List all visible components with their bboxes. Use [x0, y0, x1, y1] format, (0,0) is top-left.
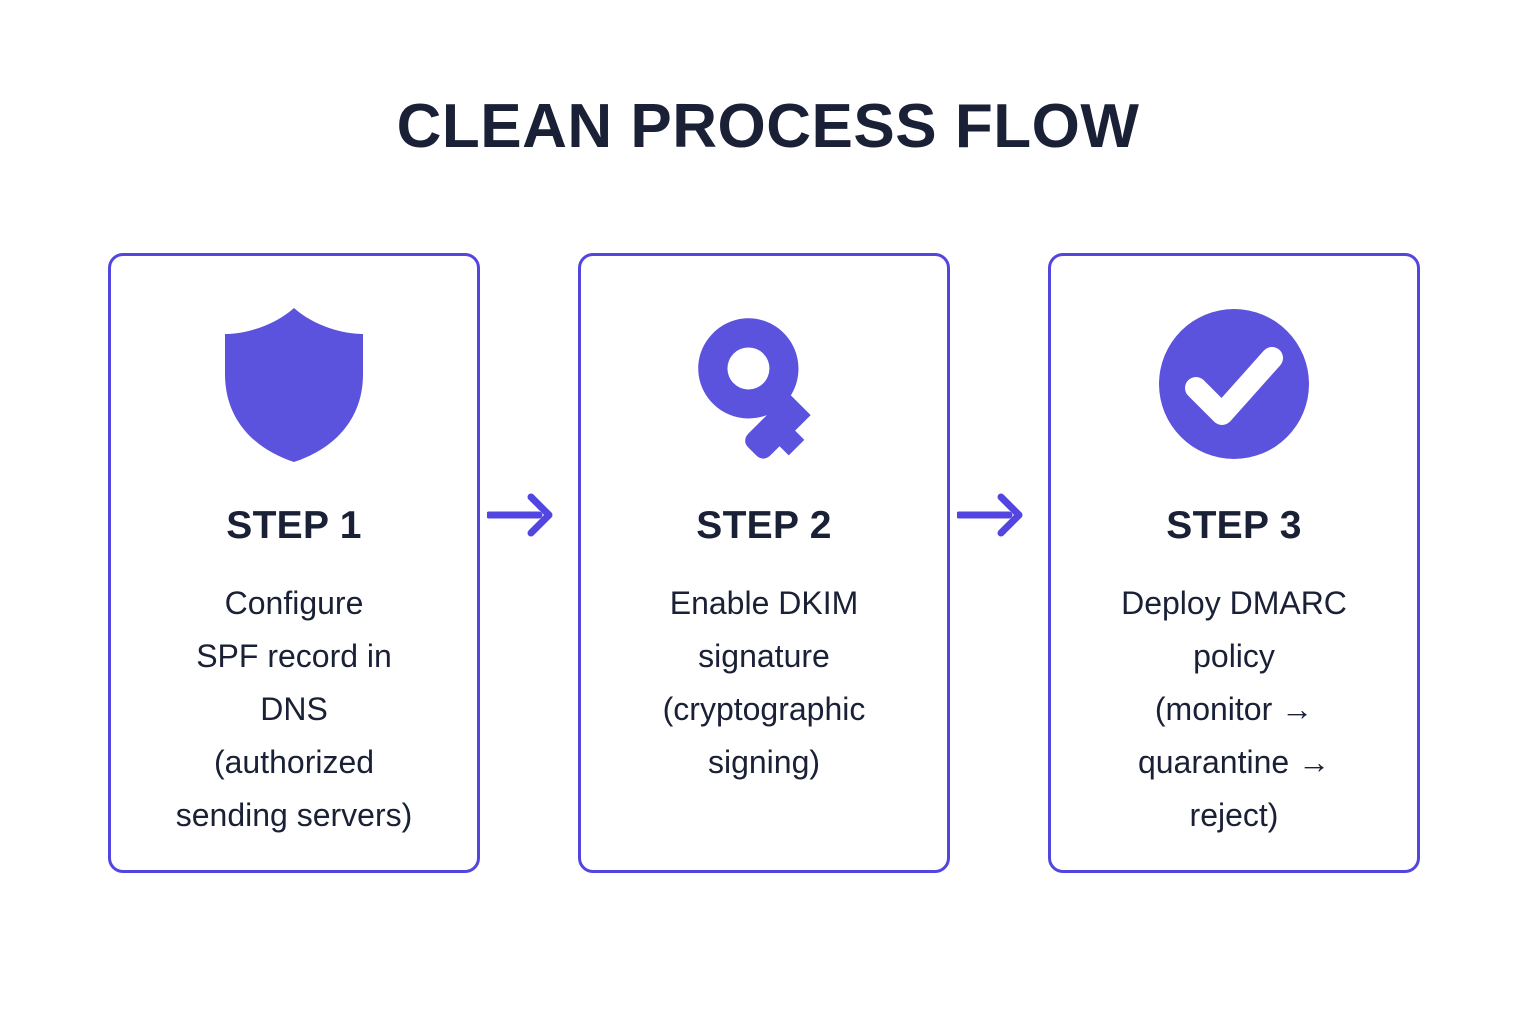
shield-icon [219, 304, 369, 464]
page-title: CLEAN PROCESS FLOW [396, 92, 1140, 161]
step-description: Enable DKIM signature (cryptographic sig… [662, 585, 866, 780]
step-card-3[interactable]: STEP 3 Deploy DMARC policy (monitor → qu… [1048, 253, 1420, 873]
step-card-2[interactable]: STEP 2 Enable DKIM signature (cryptograp… [578, 253, 950, 873]
check-circle-icon [1156, 304, 1312, 464]
step-description: Deploy DMARC policy (monitor → quarantin… [1121, 585, 1347, 833]
step-card-1[interactable]: STEP 1 Configure SPF record in DNS (auth… [108, 253, 480, 873]
process-flow-row: STEP 1 Configure SPF record in DNS (auth… [108, 253, 1422, 873]
step-heading: STEP 1 [226, 504, 362, 547]
key-icon [687, 304, 842, 464]
arrow-right-icon [955, 493, 1025, 537]
arrow-right-icon [485, 493, 555, 537]
step-heading: STEP 3 [1166, 504, 1302, 547]
step-description: Configure SPF record in DNS (authorized … [175, 585, 413, 833]
step-heading: STEP 2 [696, 504, 832, 547]
